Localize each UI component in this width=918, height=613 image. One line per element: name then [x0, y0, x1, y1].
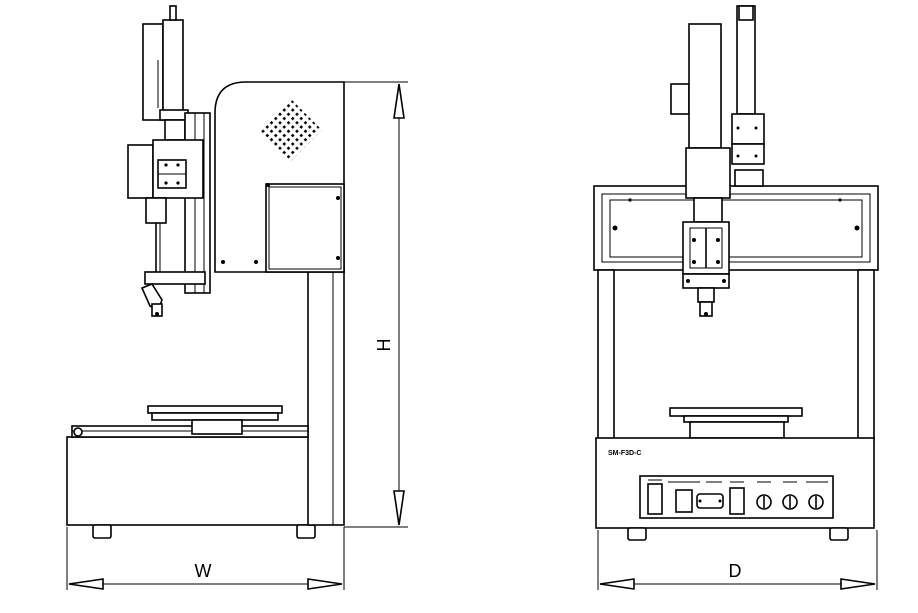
side-z-motor [142, 23, 164, 121]
front-motor-left [670, 83, 690, 115]
dimension-lines: H W D [66, 81, 878, 590]
side-table-slider [191, 419, 243, 435]
side-work-table [147, 405, 283, 414]
depth-arrow-right [840, 578, 876, 590]
side-column [307, 269, 345, 526]
height-arrow-top [393, 83, 405, 119]
side-z-cylinder [162, 19, 184, 121]
front-foot-right [829, 527, 849, 541]
side-cover-plate [265, 183, 345, 273]
side-foot-left [92, 524, 112, 539]
port-usb [675, 489, 693, 513]
power-switch[interactable] [647, 483, 663, 515]
side-base-body [66, 436, 311, 526]
height-label: H [374, 339, 394, 352]
side-foot-right [296, 524, 316, 539]
model-label: SM-F3D-C [608, 450, 641, 457]
width-arrow-right [307, 578, 343, 590]
width-arrow-left [68, 578, 104, 590]
side-view [66, 5, 345, 539]
front-view: SM-F3D-C [593, 5, 879, 541]
side-drive-box [127, 144, 154, 199]
port-io [729, 487, 745, 515]
front-leg-right [857, 269, 875, 441]
width-label: W [195, 561, 212, 581]
front-leg-left [597, 269, 615, 441]
front-drive-box [685, 147, 731, 199]
depth-label: D [729, 561, 742, 581]
front-foot-left [627, 527, 647, 541]
front-z-column [688, 23, 722, 149]
side-tool-bracket [144, 271, 206, 285]
depth-arrow-left [599, 578, 635, 590]
front-z-cylinder [736, 5, 756, 115]
front-work-table [669, 407, 803, 417]
height-arrow-bottom [393, 490, 405, 526]
port-serial [696, 493, 724, 509]
